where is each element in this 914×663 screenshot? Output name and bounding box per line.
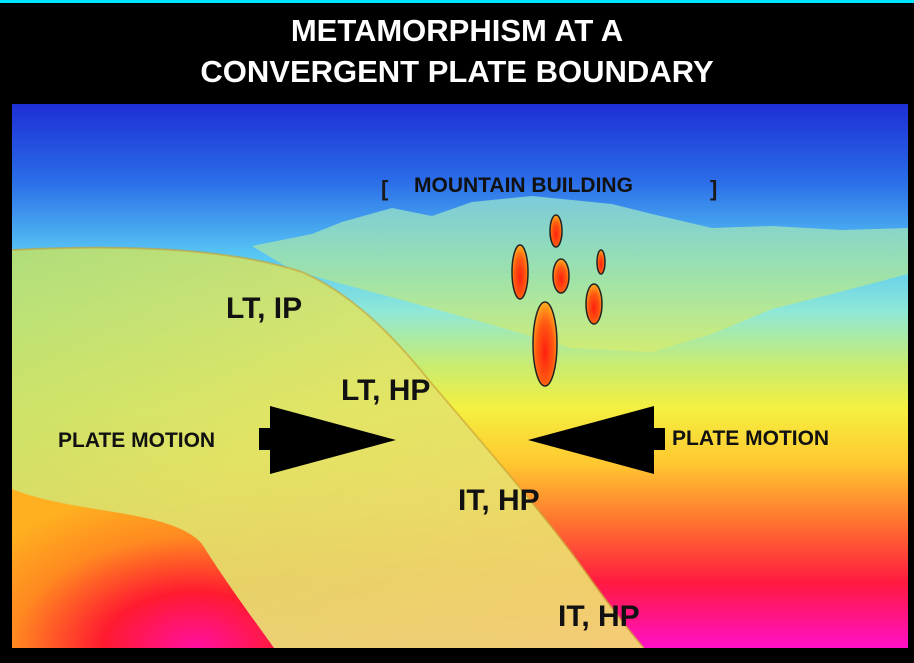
mountain-range bbox=[252, 196, 908, 352]
magma-pocket bbox=[511, 244, 529, 300]
hot-mantle-blob bbox=[12, 489, 274, 648]
right-plate-motion-arrow bbox=[528, 406, 665, 474]
magma-pocket bbox=[552, 258, 570, 294]
plate-motion-right-label: PLATE MOTION bbox=[672, 427, 830, 450]
it-hp-lower-label: IT, HP bbox=[558, 600, 640, 633]
cross-section-illustration bbox=[12, 104, 908, 648]
left-plate-motion-arrow bbox=[259, 406, 396, 474]
it-hp-upper-label: IT, HP bbox=[458, 484, 540, 517]
magma-pocket bbox=[596, 249, 606, 275]
bracket-close: ] bbox=[710, 176, 718, 201]
diagram-title: METAMORPHISM AT A CONVERGENT PLATE BOUND… bbox=[0, 10, 914, 92]
magma-pocket bbox=[532, 301, 558, 387]
lt-ip-label: LT, IP bbox=[226, 292, 303, 325]
title-line-2: CONVERGENT PLATE BOUNDARY bbox=[200, 54, 714, 89]
bracket-open: [ bbox=[381, 176, 389, 201]
plate-motion-left-label: PLATE MOTION bbox=[58, 429, 216, 452]
plate-boundary-line bbox=[12, 246, 645, 648]
accent-strip bbox=[0, 0, 914, 3]
magma-pocket bbox=[585, 283, 603, 325]
title-line-1: METAMORPHISM AT A bbox=[290, 13, 624, 48]
mountain-building-label: MOUNTAIN BUILDING bbox=[414, 174, 633, 197]
lt-hp-label: LT, HP bbox=[341, 374, 431, 407]
magma-pocket bbox=[549, 214, 563, 248]
